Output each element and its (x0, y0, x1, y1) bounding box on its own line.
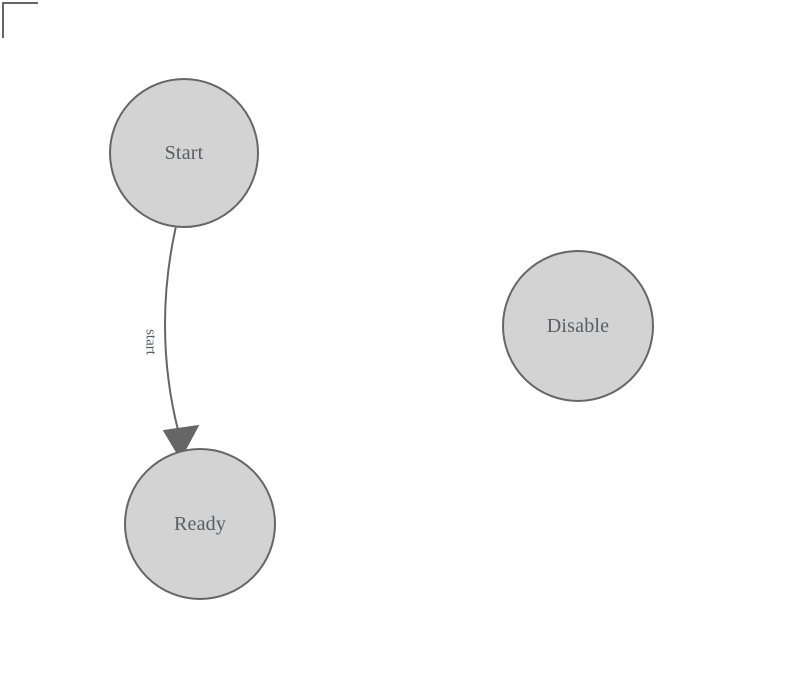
edge-line-start-to-ready (164, 227, 180, 433)
edge-start-to-ready[interactable] (163, 227, 199, 460)
state-node-ready[interactable]: Ready (124, 448, 276, 600)
edge-arrowhead-start-to-ready (163, 425, 199, 460)
canvas-corner-mark (2, 2, 38, 38)
state-node-ready-label: Ready (173, 512, 227, 535)
state-node-disable-label: Disable (546, 314, 610, 337)
state-node-start[interactable]: Start (109, 78, 259, 228)
state-node-disable[interactable]: Disable (502, 250, 654, 402)
state-node-start-label: Start (164, 141, 204, 164)
edge-label-start-text: start (142, 329, 159, 355)
edge-label-start: start (142, 329, 159, 355)
